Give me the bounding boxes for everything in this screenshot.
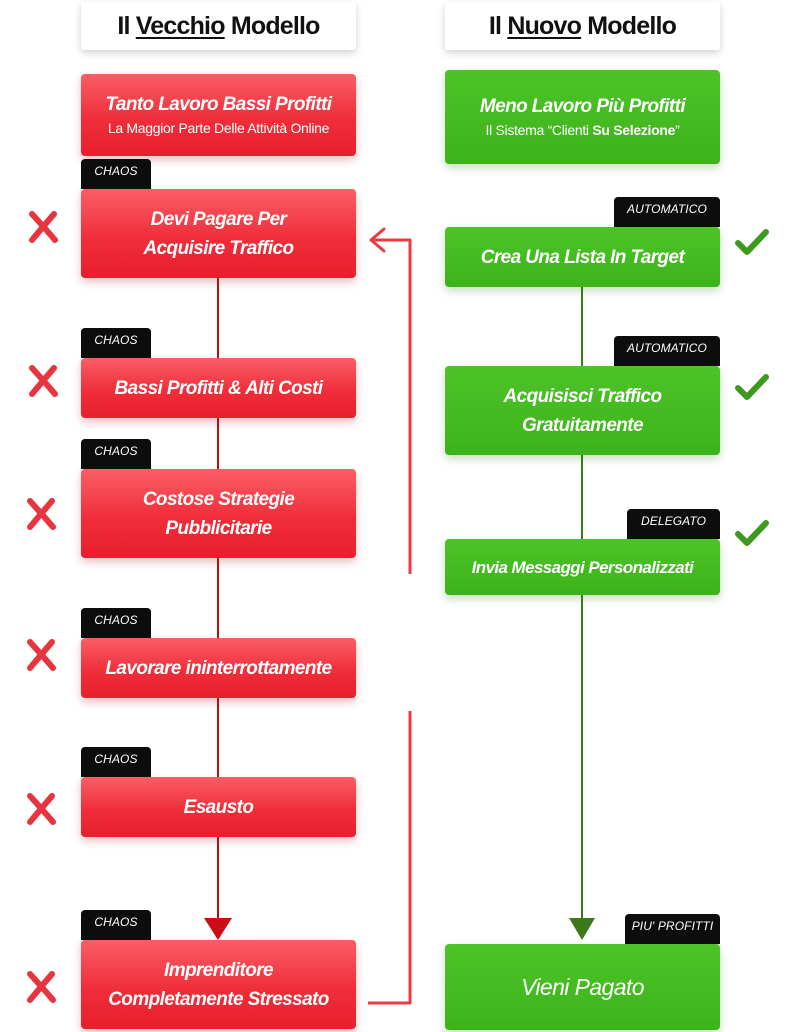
new-final-box: Vieni Pagato	[445, 944, 720, 1030]
new-step-2-line2: Gratuitamente	[521, 414, 644, 436]
old-step-2-box: Bassi Profitti & Alti Costi	[81, 358, 356, 418]
old-step-4-line1: Lavorare ininterrottamente	[105, 657, 332, 679]
old-step-4-box: Lavorare ininterrottamente	[81, 638, 356, 698]
old-model-header: Il Vecchio Modello	[81, 2, 356, 50]
x-mark-icon	[27, 971, 56, 1003]
new-step-3-line1: Invia Messaggi Personalizzati	[471, 557, 694, 577]
new-step-2-line1: Acquisisci Traffico	[503, 385, 663, 407]
old-step-5-box: Esausto	[81, 777, 356, 837]
old-step-6-box: Imprenditore Completamente Stressato	[81, 940, 356, 1029]
new-final-tag: PIU' PROFITTI	[625, 914, 720, 944]
old-step-1-tag: CHAOS	[81, 159, 151, 189]
old-step-3-tag: CHAOS	[81, 439, 151, 469]
check-mark-icon	[735, 520, 769, 546]
new-step-1-tag: AUTOMATICO	[614, 197, 720, 227]
old-step-5-tag: CHAOS	[81, 747, 151, 777]
old-step-1-line2: Acquisire Traffico	[143, 237, 294, 259]
new-model-header: Il Nuovo Modello	[445, 2, 720, 50]
old-step-3-box: Costose Strategie Pubblicitarie	[81, 469, 356, 558]
old-step-2-tag: CHAOS	[81, 328, 151, 358]
x-mark-icon	[29, 365, 58, 397]
check-mark-icon	[735, 374, 769, 400]
new-step-2-box: Acquisisci Traffico Gratuitamente	[445, 366, 720, 455]
old-step-6-tag: CHAOS	[81, 910, 151, 940]
old-step-3-line2: Pubblicitarie	[165, 517, 272, 539]
old-model-summary-box: Tanto Lavoro Bassi Profitti La Maggior P…	[81, 74, 356, 156]
x-mark-icon	[27, 639, 56, 671]
new-final-label: Vieni Pagato	[521, 973, 644, 1000]
check-mark-icon	[735, 229, 769, 255]
old-step-3-line1: Costose Strategie	[142, 488, 295, 510]
old-step-5-line1: Esausto	[183, 796, 254, 818]
old-step-6-line2: Completamente Stressato	[108, 988, 329, 1010]
old-step-1-box: Devi Pagare Per Acquisire Traffico	[81, 189, 356, 278]
old-model-summary-subtitle: La Maggior Parte Delle Attività Online	[107, 120, 330, 136]
new-step-3-box: Invia Messaggi Personalizzati	[445, 539, 720, 595]
old-step-1-line1: Devi Pagare Per	[150, 208, 287, 230]
old-step-6-line1: Imprenditore	[164, 959, 274, 981]
new-step-1-line1: Crea Una Lista In Target	[480, 246, 685, 268]
loop-back-path-lower	[368, 711, 412, 1005]
new-model-summary-subtitle: Il Sistema “Clienti Su Selezione”	[485, 122, 680, 138]
loop-back-path-upper	[373, 238, 412, 574]
old-step-2-line1: Bassi Profitti & Alti Costi	[114, 377, 324, 399]
old-down-arrow	[204, 918, 232, 940]
x-mark-icon	[29, 211, 58, 243]
old-model-summary-title: Tanto Lavoro Bassi Profitti	[105, 94, 333, 115]
new-model-summary-title: Meno Lavoro Più Profitti	[479, 96, 686, 117]
loop-arrow-head	[369, 227, 386, 253]
new-step-3-tag: DELEGATO	[627, 509, 720, 539]
x-mark-icon	[27, 793, 56, 825]
old-step-4-tag: CHAOS	[81, 608, 151, 638]
x-mark-icon	[27, 498, 56, 530]
new-model-summary-box: Meno Lavoro Più Profitti Il Sistema “Cli…	[445, 70, 720, 164]
new-step-2-tag: AUTOMATICO	[614, 336, 720, 366]
new-down-arrow	[569, 918, 595, 940]
new-step-1-box: Crea Una Lista In Target	[445, 227, 720, 287]
